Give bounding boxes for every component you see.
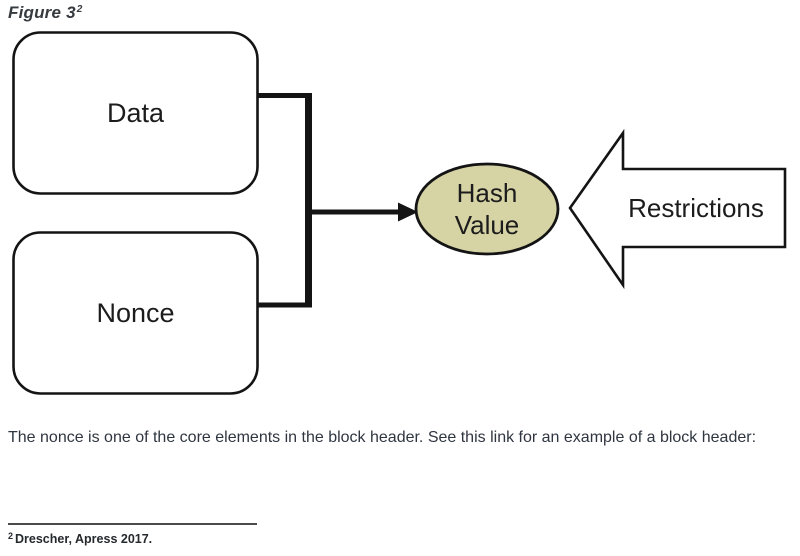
- restrictions-label: Restrictions: [628, 192, 764, 223]
- figure-caption: Figure 32: [8, 3, 83, 23]
- diagram-canvas: [12, 31, 787, 395]
- hash-value-label: Hash Value: [454, 178, 520, 240]
- data-box-shape: [12, 31, 259, 195]
- footnote-divider: [8, 523, 257, 525]
- figure-diagram: Data Nonce Hash Value Restrictions: [12, 31, 787, 395]
- figure-caption-text: Figure 3: [8, 3, 76, 22]
- footnote-text: Drescher, Apress 2017.: [15, 532, 153, 546]
- nonce-box-shape: [12, 231, 259, 395]
- restrictions-block-arrow: [568, 128, 787, 290]
- figure-caption-footnote-ref: 2: [76, 4, 83, 15]
- footnote-marker: 2: [8, 531, 14, 541]
- data-box-label: Data: [106, 97, 165, 128]
- hash-value-ellipse: [414, 162, 560, 256]
- body-paragraph: The nonce is one of the core elements in…: [8, 429, 757, 446]
- nonce-box-label: Nonce: [96, 297, 175, 328]
- hash-arrowhead-icon: [398, 202, 418, 222]
